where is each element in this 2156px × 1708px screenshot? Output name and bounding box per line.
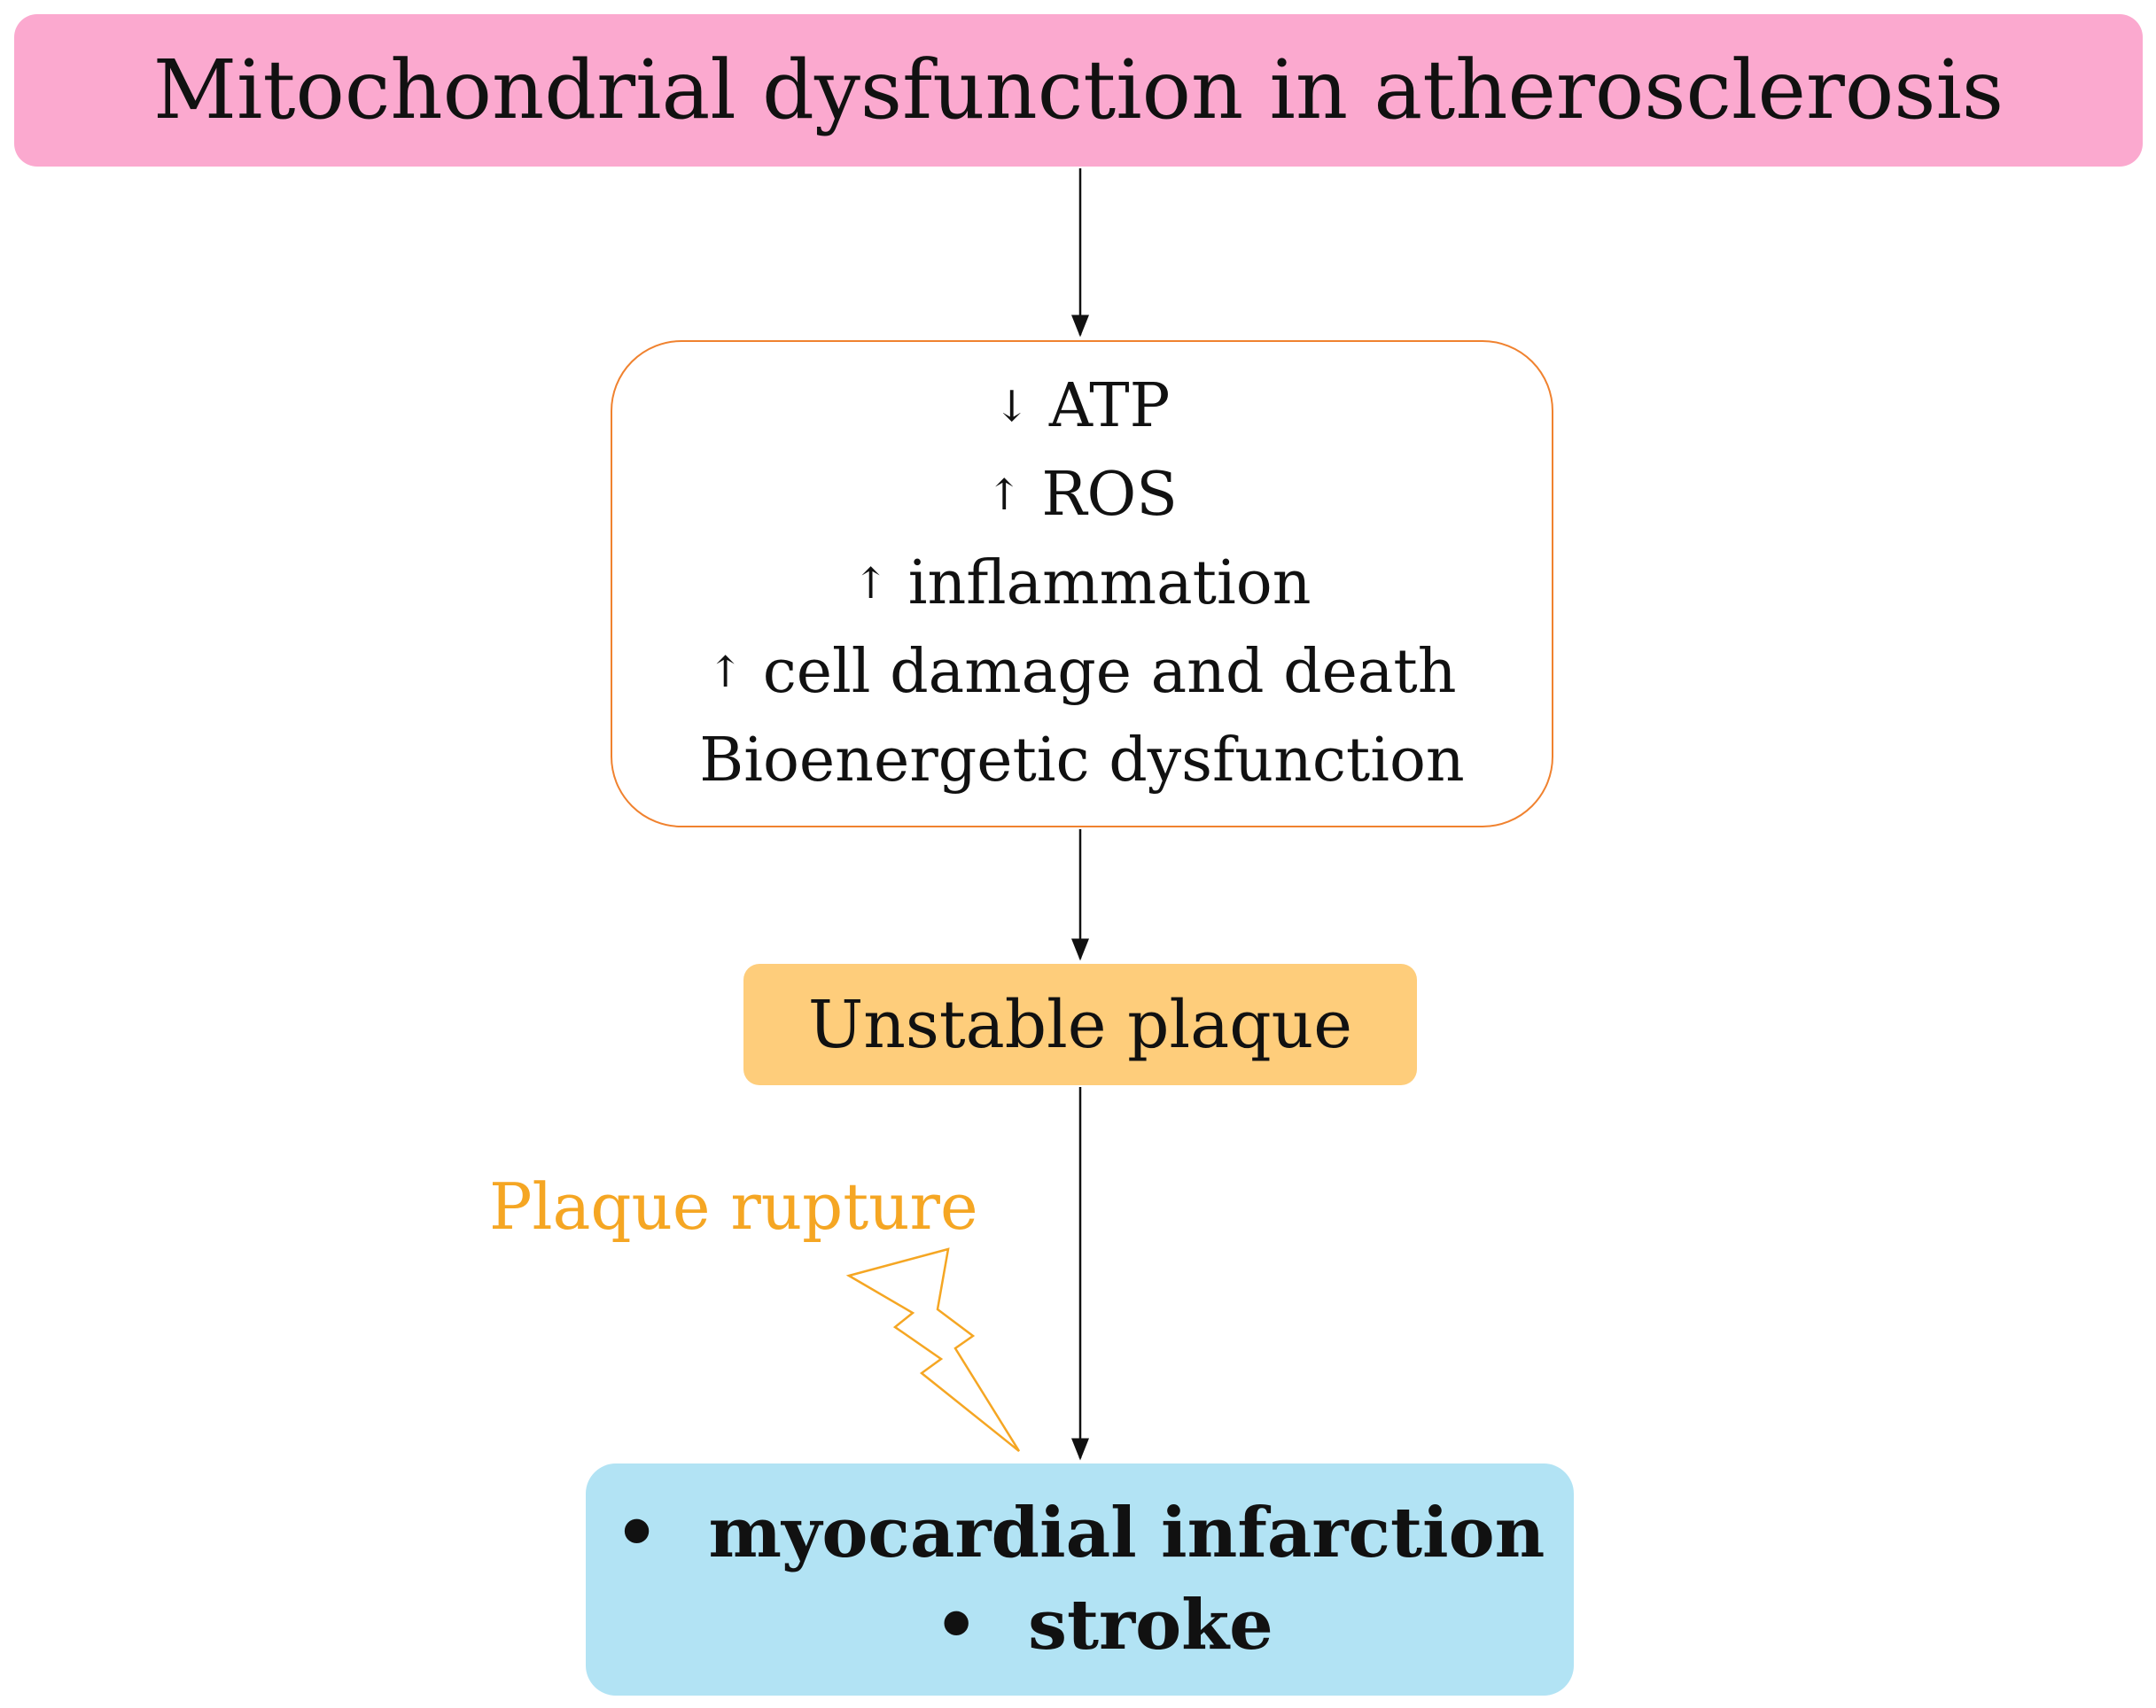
outcome-item-myocardial-infarction: • myocardial infarction: [615, 1487, 1545, 1580]
effect-ros: ↑ ROS: [986, 454, 1178, 542]
effect-cell-damage: ↑ cell damage and death: [707, 631, 1456, 719]
effect-label: cell damage and death: [762, 637, 1457, 707]
bullet-icon: •: [614, 1493, 659, 1573]
effect-label: ROS: [1041, 460, 1178, 530]
down-arrow-icon: ↓: [993, 382, 1030, 431]
rupture-label: Plaque rupture: [489, 1169, 978, 1244]
effect-label: inflammation: [907, 548, 1312, 618]
diagram-title: Mitochondrial dysfunction in atheroscler…: [152, 43, 2004, 137]
plaque-box: Unstable plaque: [743, 964, 1417, 1085]
up-arrow-icon: ↑: [852, 559, 889, 609]
bullet-icon: •: [934, 1585, 979, 1665]
effect-inflammation: ↑ inflammation: [853, 542, 1312, 631]
lightning-bolt-icon: [845, 1247, 1021, 1452]
effect-atp: ↓ ATP: [994, 365, 1171, 454]
outcome-label: stroke: [1028, 1585, 1273, 1665]
outcome-box: • myocardial infarction • stroke: [586, 1463, 1574, 1696]
outcome-label: myocardial infarction: [708, 1493, 1545, 1573]
up-arrow-icon: ↑: [707, 648, 743, 697]
outcome-item-stroke: • stroke: [934, 1580, 1273, 1672]
effect-label: Bioenergetic dysfunction: [699, 726, 1465, 796]
effect-label: ATP: [1048, 371, 1171, 441]
plaque-label: Unstable plaque: [807, 986, 1353, 1063]
effects-box: ↓ ATP ↑ ROS ↑ inflammation ↑ cell damage and…: [611, 340, 1553, 827]
up-arrow-icon: ↑: [986, 470, 1023, 520]
effect-bioenergetic: Bioenergetic dysfunction: [699, 719, 1464, 803]
title-box: Mitochondrial dysfunction in atheroscler…: [14, 14, 2143, 167]
